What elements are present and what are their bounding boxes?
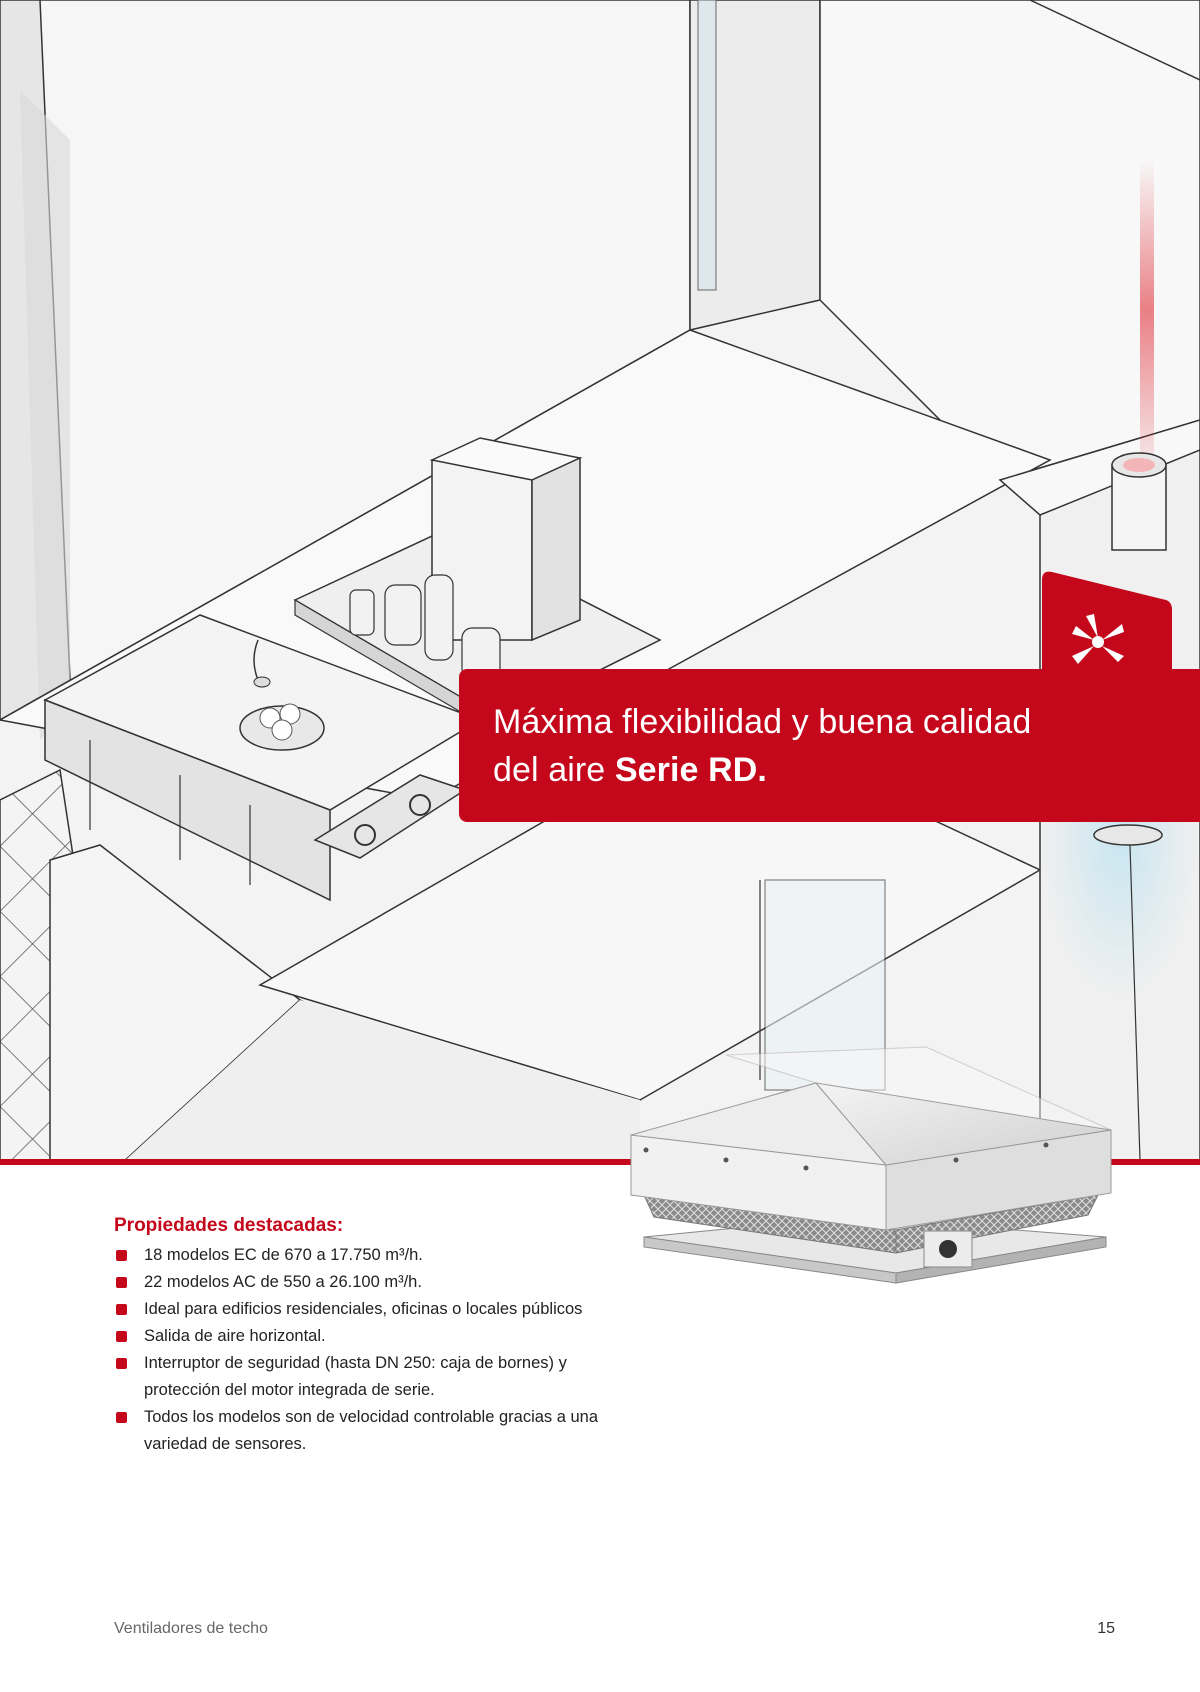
features-section: Propiedades destacadas: 18 modelos EC de…: [114, 1213, 634, 1458]
bullet-square-icon: [116, 1304, 127, 1315]
headline-line2: del aire Serie RD.: [493, 746, 1200, 794]
headline-series-name: Serie RD.: [614, 751, 767, 789]
bullet-square-icon: [116, 1331, 127, 1342]
headline-line2-prefix: del aire: [493, 751, 615, 789]
headline-line1: Máxima flexibilidad y buena calidad: [493, 703, 1032, 741]
list-item: 18 modelos EC de 670 a 17.750 m³/h.: [114, 1242, 634, 1269]
list-item: Salida de aire horizontal.: [114, 1323, 634, 1350]
section-divider: [0, 1159, 1200, 1165]
bullet-square-icon: [116, 1412, 127, 1423]
hero-illustration: [0, 0, 1200, 1165]
list-item: Ideal para edificios residenciales, ofic…: [114, 1296, 634, 1323]
building-render-image: [0, 0, 1200, 1165]
page-number: 15: [1097, 1620, 1115, 1637]
bullet-square-icon: [116, 1250, 127, 1261]
fan-logo-sign: [1042, 571, 1172, 690]
list-item: Todos los modelos son de velocidad contr…: [114, 1404, 634, 1458]
headline-banner: Máxima flexibilidad y buena calidad del …: [459, 669, 1200, 822]
list-item: 22 modelos AC de 550 a 26.100 m³/h.: [114, 1269, 634, 1296]
product-image: [626, 1025, 1116, 1290]
footer-section-title: Ventiladores de techo: [114, 1620, 268, 1637]
rooftop-fan-illustration: [630, 1046, 1112, 1284]
list-item: Interruptor de seguridad (hasta DN 250: …: [114, 1350, 634, 1404]
bullet-square-icon: [116, 1277, 127, 1288]
features-title: Propiedades destacadas:: [114, 1215, 344, 1236]
bullet-square-icon: [116, 1358, 127, 1369]
features-list: 18 modelos EC de 670 a 17.750 m³/h. 22 m…: [114, 1242, 634, 1458]
